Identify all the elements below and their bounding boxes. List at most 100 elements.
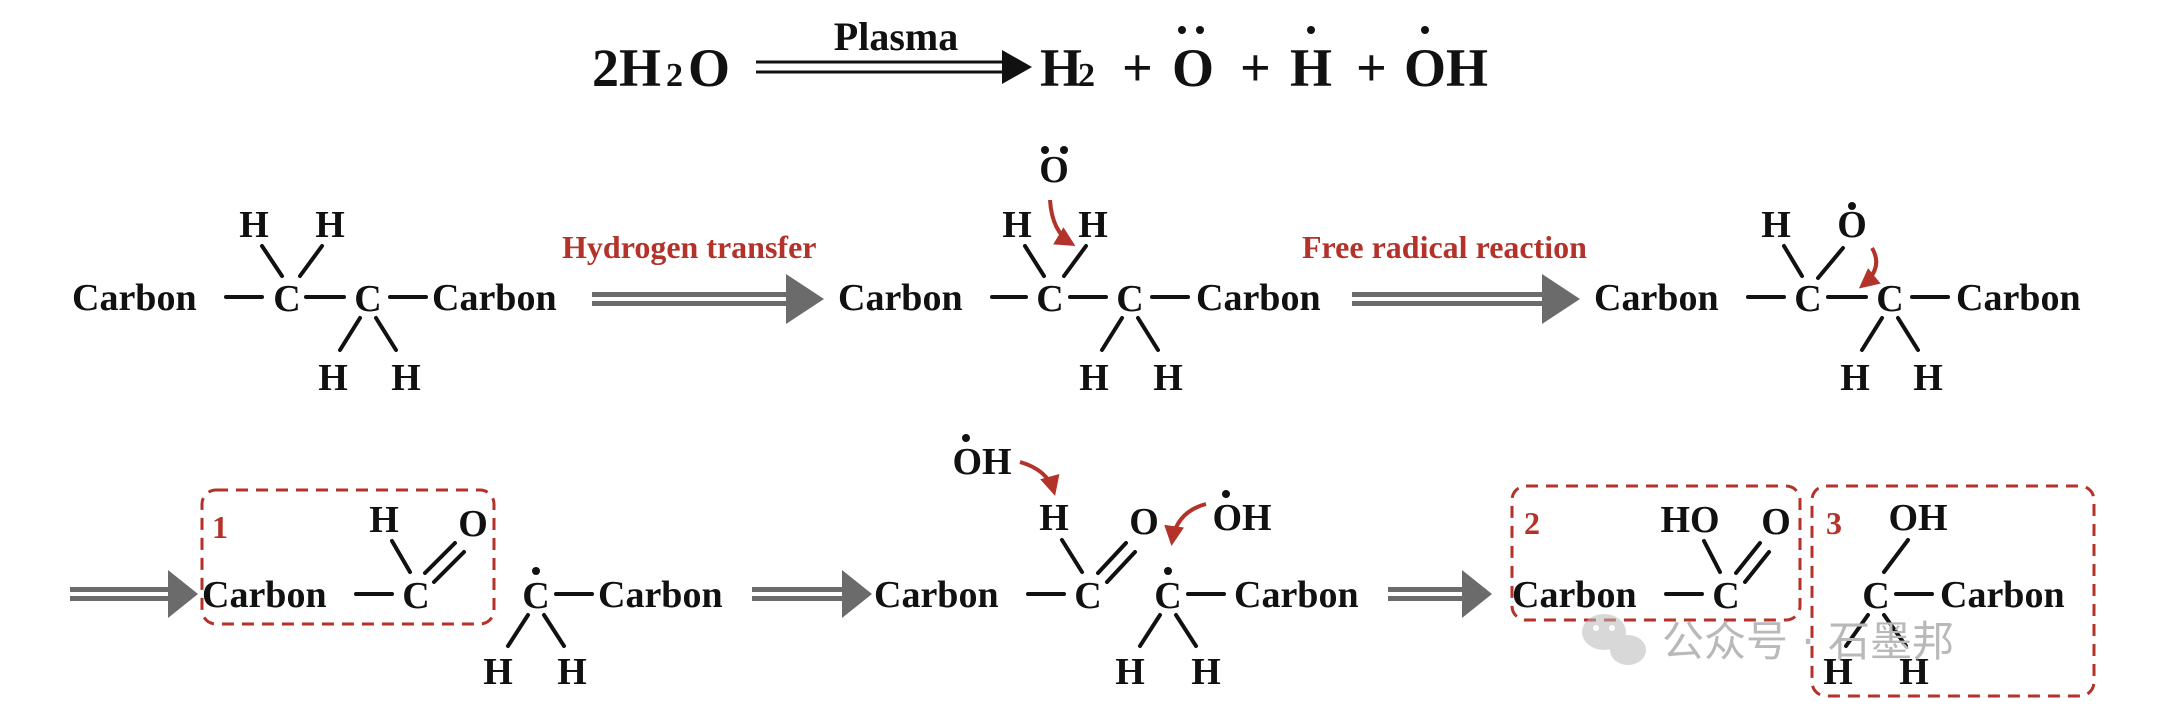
plasma-equation: 2H 2 O Plasma H 2 + O + H + OH [592,14,1488,98]
product-box-3 [1810,484,2096,698]
cleavage-arrow [1858,246,1881,289]
radical-dot [1178,26,1186,34]
hydrogen-atom: H [318,357,348,399]
molecule-1-ethane-chain: Carbon C C Carbon H H H H [72,204,557,399]
reactant-subscript: 2 [666,57,683,94]
product-o-radical: O [1172,38,1214,98]
carbon-label: Carbon [432,277,557,319]
carbon-label: Carbon [202,574,327,616]
carbon-radical-atom: C [522,575,549,617]
carbon-label: Carbon [72,277,197,319]
hydrogen-atom: H [391,357,421,399]
carbon-label: Carbon [1234,574,1359,616]
carbon-radical-atom: C [1154,575,1181,617]
carbon-label: Carbon [838,277,963,319]
hydrogen-atom: H [483,651,513,693]
plasma-label: Plasma [834,14,958,59]
carbon-atom: C [1036,278,1063,320]
hydrogen-atom: H [1002,204,1032,246]
molecule-oh-attack: OH H O Carbon C C Carbon OH H H [874,434,1359,693]
hydrogen-atom: H [239,204,269,246]
plus-1: + [1122,38,1153,98]
carbon-atom: C [354,278,381,320]
free-radical-reaction-label: Free radical reaction [1302,229,1587,265]
radical-dot [1164,567,1172,575]
hydrogen-atom: H [1823,651,1853,693]
hydrogen-atom: H [1153,357,1183,399]
carbon-label: Carbon [1594,277,1719,319]
carbon-atom: C [1074,575,1101,617]
radical-dot [1848,202,1856,210]
attack-arrow [1048,199,1076,247]
product-h: H [1040,38,1082,98]
box-number-2: 2 [1524,505,1540,541]
product-h-radical: H [1290,38,1332,98]
carbon-label: Carbon [1512,574,1637,616]
oh-radical: OH [952,441,1011,483]
product-3-alcohol: 3 OH C Carbon H H [1810,484,2096,698]
hydrogen-atom: H [1191,651,1221,693]
product-2-carboxylic-acid: 2 Carbon C HO O [1510,484,1802,622]
alkyl-radical-fragment: C Carbon H H [483,567,723,693]
carbon-label: Carbon [1940,574,2065,616]
hydrogen-atom: H [1899,651,1929,693]
carbon-atom: C [1794,278,1821,320]
hydrogen-atom: H [1079,357,1109,399]
molecule-2-o-attack: Carbon C C Carbon O H H H H [838,146,1321,399]
hydroxyl-group: HO [1660,499,1719,541]
free-radical-arrow [1352,274,1580,324]
continuation-arrow [70,570,198,618]
product-subscript: 2 [1078,57,1095,94]
reaction-arrow [1388,570,1492,618]
o-radical-atom: O [1039,149,1069,191]
carbon-atom: C [1876,278,1903,320]
oxygen-atom: O [1129,501,1159,543]
hydrogen-atom: H [1840,357,1870,399]
carbon-atom: C [1116,278,1143,320]
radical-dot [1421,26,1429,34]
hydrogen-transfer-arrow [592,274,824,324]
oxygen-atom: O [1761,501,1791,543]
hydrogen-atom: H [369,499,399,541]
hydrogen-atom: H [1913,357,1943,399]
watermark: 公众号 · 石墨邦 [1582,614,1954,666]
oxygen-atom: O [458,503,488,545]
radical-dot [1222,490,1230,498]
hydrogen-atom: H [1115,651,1145,693]
radical-dot [532,567,540,575]
hydroxyl-group: OH [1888,497,1947,539]
plus-2: + [1240,38,1271,98]
hydrogen-atom: H [1078,204,1108,246]
wechat-icon [1582,614,1646,665]
radical-dot [1041,146,1049,154]
plus-3: + [1356,38,1387,98]
watermark-text: 公众号 · 石墨邦 [1662,617,1954,666]
reaction-arrow [752,570,872,618]
carbon-label: Carbon [874,574,999,616]
hydrogen-atom: H [1761,204,1791,246]
carbon-atom: C [1862,575,1889,617]
hydrogen-transfer-label: Hydrogen transfer [562,229,816,265]
reactant-2h: 2H [592,38,661,98]
box-number-3: 3 [1826,505,1842,541]
carbon-atom: C [402,575,429,617]
oh-attack-arrow [1164,502,1207,546]
carbon-label: Carbon [1196,277,1321,319]
o-radical-atom: O [1837,204,1867,246]
oh-attack-arrow [1019,460,1060,496]
carbon-atom: C [1712,575,1739,617]
product-box-1 [200,488,496,626]
radical-dot [1060,146,1068,154]
radical-dot [962,434,970,442]
product-box-2 [1510,484,1802,622]
hydrogen-atom: H [1039,497,1069,539]
carbon-atom: C [273,278,300,320]
oh-radical: OH [1212,497,1271,539]
radical-dot [1307,26,1315,34]
equation-arrow [756,50,1032,84]
hydrogen-atom: H [315,204,345,246]
molecule-3-alkoxy-radical: Carbon C C Carbon H O H H [1594,202,2081,399]
carbon-label: Carbon [1956,277,2081,319]
box-number-1: 1 [212,509,228,545]
